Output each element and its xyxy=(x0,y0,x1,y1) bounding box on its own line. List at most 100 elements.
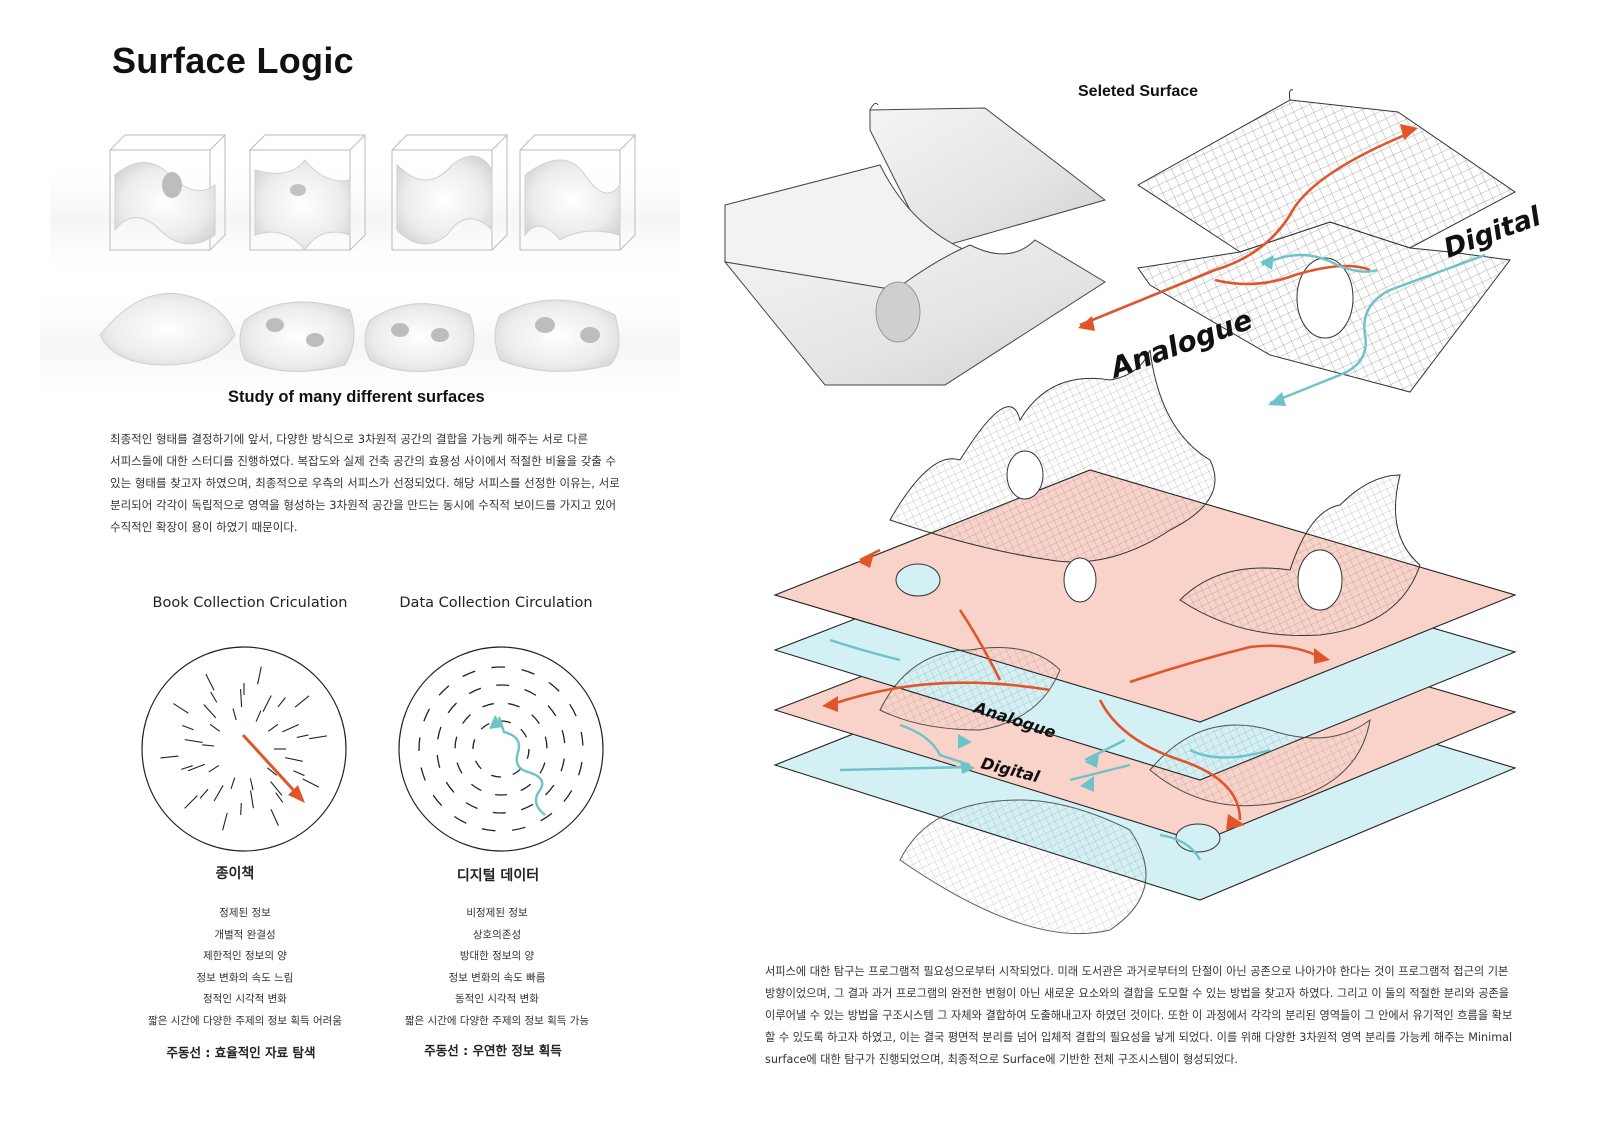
conclusion-line: 방향이었으며, 그 결과 과거 프로그램의 완전한 변형이 아닌 새로운 요소와… xyxy=(765,987,1510,1000)
data-arc-segment xyxy=(520,803,534,811)
book-shelf-tick xyxy=(230,777,236,790)
data-arc-segment xyxy=(447,702,457,714)
data-arc-segment xyxy=(539,762,546,774)
data-arc-segment xyxy=(511,826,526,831)
data-arc-segment xyxy=(547,705,557,717)
data-arc-segment xyxy=(454,815,467,824)
stacked-analogue-arrowhead xyxy=(1226,814,1245,830)
intro-line: 분리되어 각각이 독립적으로 영역을 형성하는 3차원적 공간을 만드는 동시에… xyxy=(110,498,617,512)
stacked-digital-arrowhead xyxy=(1085,754,1099,768)
data-arc-segment xyxy=(420,767,426,781)
book-shelf-tick xyxy=(294,695,310,708)
data-arc-segment xyxy=(531,714,540,724)
trait-item: 개별적 완결성 xyxy=(214,928,276,941)
data-footer: 주동선 : 우연한 정보 획득 xyxy=(424,1043,562,1058)
data-arc-segment xyxy=(544,736,548,749)
book-shelf-tick xyxy=(187,763,206,772)
data-arc-segment xyxy=(472,739,476,750)
study-flat-4 xyxy=(494,299,620,372)
data-arc-segment xyxy=(432,794,443,807)
book-shelf-tick xyxy=(184,739,203,743)
book-shelf-tick xyxy=(296,734,309,739)
selected-digital-arrowhead xyxy=(1260,255,1274,270)
book-shelf-tick xyxy=(232,708,237,721)
data-traits: 비정제된 정보 상호의존성 방대한 정보의 양 정보 변화의 속도 빠름 동적인… xyxy=(377,903,617,1032)
book-shelf-tick xyxy=(267,723,279,732)
study-cube-3 xyxy=(391,134,508,251)
intro-line: 최종적인 형태를 결정하기에 앞서, 다양한 방식으로 3차원적 공간의 결합을… xyxy=(110,432,589,446)
data-arc-segment xyxy=(470,783,482,792)
book-shelf-tick xyxy=(205,673,215,691)
stacked-digital-flow xyxy=(829,638,1271,861)
book-shelf-tick xyxy=(203,704,217,719)
book-shelf-tick xyxy=(275,792,284,803)
book-shelf-tick xyxy=(213,785,224,802)
book-name: 종이책 xyxy=(215,866,255,882)
trait-item: 제한적인 정보의 양 xyxy=(203,950,287,962)
book-shelf-tick xyxy=(262,695,272,712)
book-shelf-tick xyxy=(255,710,262,722)
intro-line: 수직적인 확장이 용이 하였기 때문이다. xyxy=(110,520,298,534)
stacked-analogue-arrowhead xyxy=(822,696,838,712)
book-shelf-tick xyxy=(209,723,221,732)
stacked-digital-arrowhead xyxy=(958,734,972,749)
book-shelf-tick xyxy=(282,723,299,733)
study-caption: Study of many different surfaces xyxy=(228,388,485,406)
trait-item: 비정제된 정보 xyxy=(466,907,528,919)
stacked-digital-arrowhead xyxy=(960,760,975,774)
intro-paragraph: 최종적인 형태를 결정하기에 앞서, 다양한 방식으로 3차원적 공간의 결합을… xyxy=(110,428,620,538)
data-arc-segment xyxy=(480,722,490,730)
data-arc-segment xyxy=(524,688,537,696)
conclusion-line: 이루어낼 수 있는 방법을 구조시스템 그 자체와 결합하여 도출해내고자 하였… xyxy=(765,1009,1513,1022)
book-shelf-tick xyxy=(250,790,254,809)
data-arc-segment xyxy=(437,726,442,740)
book-shelf-tick xyxy=(210,691,218,703)
data-arc-segment xyxy=(540,812,553,822)
study-flat-3 xyxy=(364,303,475,372)
selected-analogue-arrowhead xyxy=(1400,124,1418,140)
intro-line: 서피스들에 대한 스터디를 진행하였다. 복잡도와 실제 건축 공간의 효용성 … xyxy=(110,454,617,468)
book-shelf-tick xyxy=(309,735,328,740)
book-traits: 정제된 정보 개별적 완결성 제한적인 정보의 양 정보 변화의 속도 느림 정… xyxy=(125,903,365,1032)
book-shelf-tick xyxy=(267,767,278,776)
study-cube-1 xyxy=(109,134,226,251)
shaded-surface xyxy=(723,102,1107,386)
data-arc-segment xyxy=(520,783,532,792)
data-arc-segment xyxy=(496,684,510,687)
book-shelf-tick xyxy=(240,689,243,708)
data-arc-segment xyxy=(445,781,455,793)
data-arc-segment xyxy=(423,708,431,722)
book-shelf-tick xyxy=(202,744,215,747)
data-arc-segment xyxy=(561,730,566,743)
data-arc-segment xyxy=(563,790,573,803)
data-arc-segment xyxy=(492,811,506,814)
study-cube-2 xyxy=(249,134,366,251)
book-shelf-tick xyxy=(208,764,220,773)
data-arc-segment xyxy=(580,731,584,746)
data-arc-segment xyxy=(462,714,471,724)
trait-item: 짧은 시간에 다양한 주제의 정보 획득 가능 xyxy=(404,1014,590,1027)
study-flat-1 xyxy=(99,292,236,366)
data-arc-segment xyxy=(545,784,555,796)
stacked-analogue-arrowhead xyxy=(1314,648,1330,664)
stacked-surface-mesh xyxy=(879,348,1421,935)
data-arc-segment xyxy=(548,681,560,692)
conclusion-line: 할 수 있도록 하고자 하였고, 이는 결국 평면적 분리를 넘어 입체적 결합… xyxy=(765,1031,1513,1044)
trait-item: 방대한 정보의 양 xyxy=(459,950,535,962)
conclusion-line: 서피스에 대한 탐구는 프로그램적 필요성으로부터 시작되었다. 미래 도서관은… xyxy=(765,965,1509,978)
data-arc-segment xyxy=(508,702,520,708)
book-circulation-title: Book Collection Criculation xyxy=(152,595,348,611)
data-name-label: 디지털 데이터 xyxy=(456,868,540,884)
book-shelf-tick xyxy=(293,770,305,777)
book-circulation-diagram xyxy=(141,646,347,852)
data-arc-segment xyxy=(465,802,478,810)
data-arc-segment xyxy=(491,666,506,669)
selected-surface-caption: Seleted Surface xyxy=(1078,83,1199,100)
book-shelf-tick xyxy=(257,666,262,685)
conclusion-paragraph: 서피스에 대한 탐구는 프로그램적 필요성으로부터 시작되었다. 미래 도서관은… xyxy=(765,961,1512,1071)
stacked-analogue-arrowhead xyxy=(858,553,874,568)
stacked-digital-arrowhead xyxy=(1080,776,1094,792)
stacked-analogue-flow xyxy=(829,548,1321,821)
